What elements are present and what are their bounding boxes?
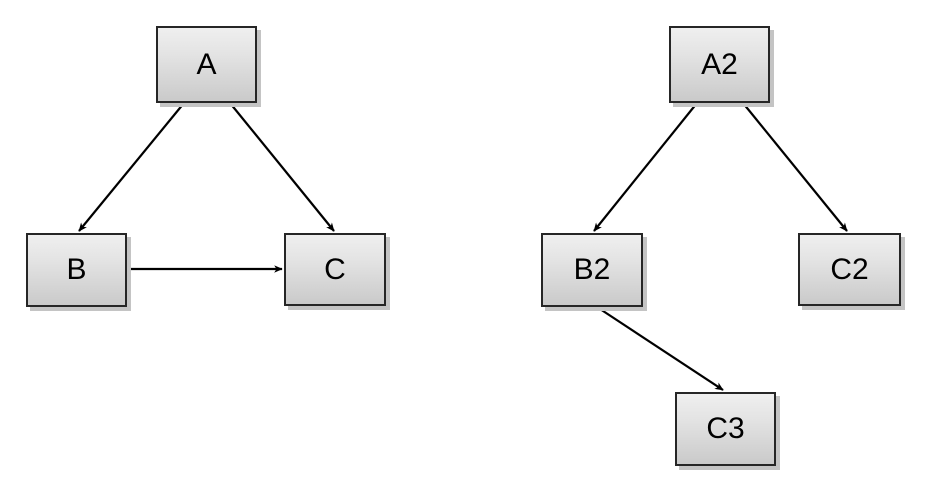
node-b2[interactable]: B2 — [541, 233, 643, 307]
edge-a-to-b — [78, 102, 185, 232]
node-label-c3: C3 — [706, 412, 745, 445]
edge-a-to-c — [229, 102, 335, 232]
edge-group — [78, 102, 848, 391]
edge-b2-to-c3 — [596, 306, 724, 391]
node-label-c: C — [324, 252, 346, 286]
edge-a2-to-b2 — [593, 102, 698, 232]
node-label-a: A — [196, 47, 217, 81]
node-label-a2: A2 — [701, 47, 738, 81]
node-label-c2: C2 — [830, 252, 869, 286]
node-label-b: B — [66, 253, 87, 286]
node-b[interactable]: B — [26, 233, 127, 307]
node-c[interactable]: C — [284, 233, 386, 306]
node-a2[interactable]: A2 — [669, 26, 770, 103]
node-label-b2: B2 — [573, 253, 611, 286]
node-a[interactable]: A — [156, 26, 257, 103]
node-c2[interactable]: C2 — [798, 233, 901, 306]
node-c3[interactable]: C3 — [675, 392, 776, 466]
edge-a2-to-c2 — [742, 102, 848, 232]
